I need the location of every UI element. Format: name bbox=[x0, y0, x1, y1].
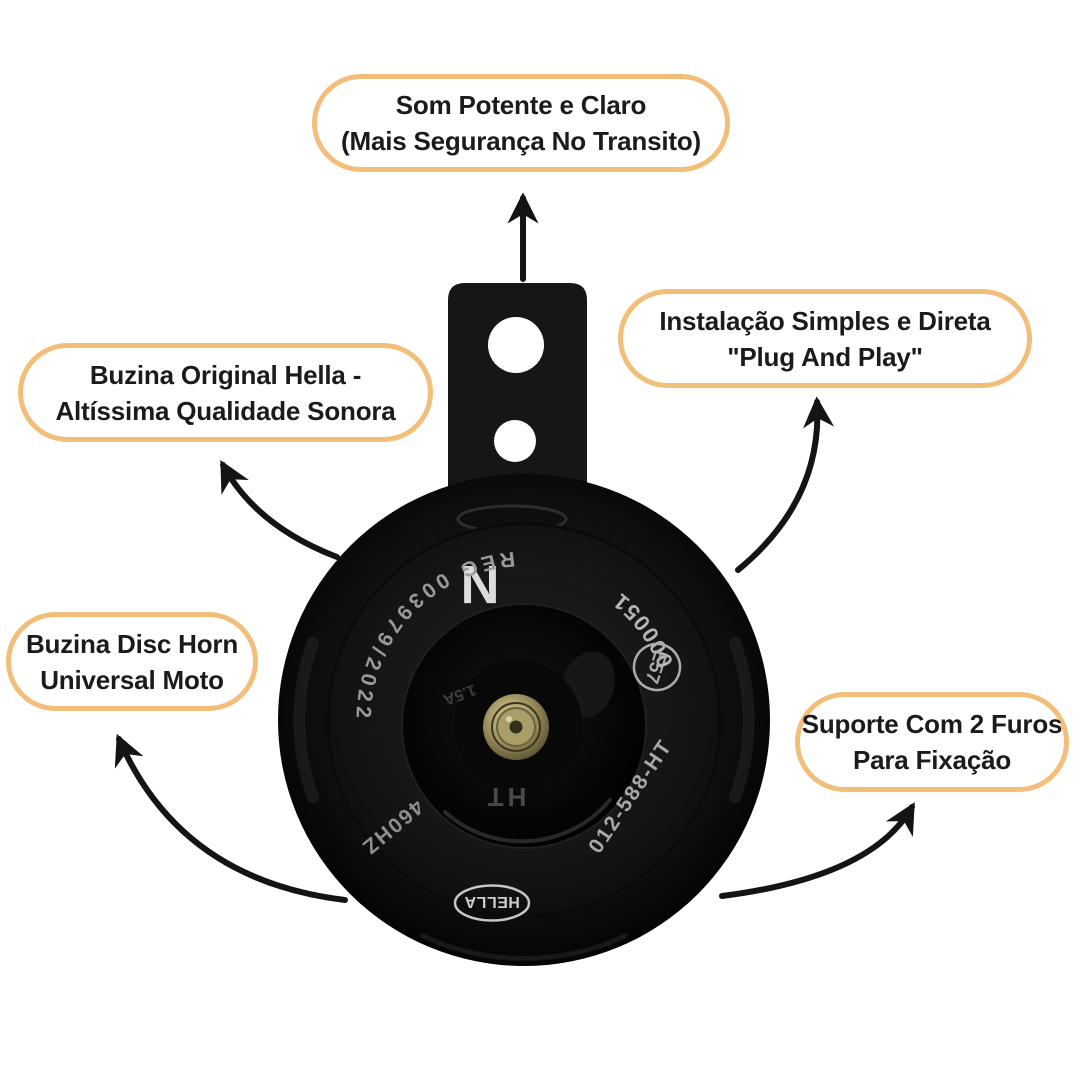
callout-original: Buzina Original Hella - Altíssima Qualid… bbox=[18, 343, 433, 442]
callout-sound: Som Potente e Claro (Mais Segurança No T… bbox=[312, 74, 730, 172]
arrow-right-upper-icon bbox=[735, 396, 835, 573]
callout-install-line1: Instalação Simples e Direta bbox=[659, 305, 991, 336]
callout-install-line2: "Plug And Play" bbox=[727, 341, 923, 372]
marking-model: HT bbox=[484, 782, 527, 812]
callout-bracket-line1: Suporte Com 2 Furos bbox=[801, 709, 1063, 739]
callout-bracket-line2: Para Fixação bbox=[852, 745, 1012, 775]
callout-install: Instalação Simples e Direta "Plug And Pl… bbox=[618, 289, 1032, 388]
marking-logo-n: N bbox=[461, 554, 500, 614]
bracket-hole-bottom bbox=[494, 420, 536, 462]
svg-text:HELLA: HELLA bbox=[464, 893, 520, 910]
callout-arrows bbox=[114, 192, 915, 903]
arrow-left-lower-icon bbox=[114, 733, 348, 903]
callout-sound-line2: (Mais Segurança No Transito) bbox=[341, 126, 701, 156]
arrow-right-lower-icon bbox=[719, 802, 915, 899]
horn-disc bbox=[278, 474, 770, 966]
callout-sound-line1: Som Potente e Claro bbox=[395, 90, 647, 120]
callout-bracket: Suporte Com 2 Furos Para Fixação bbox=[795, 692, 1069, 792]
bracket-hole-top bbox=[488, 317, 544, 373]
arrow-left-upper-icon bbox=[220, 460, 340, 560]
callout-disc-line2: Universal Moto bbox=[40, 664, 224, 695]
callout-disc: Buzina Disc Horn Universal Moto bbox=[6, 612, 258, 711]
callout-original-line2: Altíssima Qualidade Sonora bbox=[55, 395, 396, 426]
callout-original-line1: Buzina Original Hella - bbox=[89, 359, 362, 390]
callout-disc-line1: Buzina Disc Horn bbox=[25, 628, 239, 659]
marking-brand-logo: HELLA bbox=[453, 884, 531, 922]
